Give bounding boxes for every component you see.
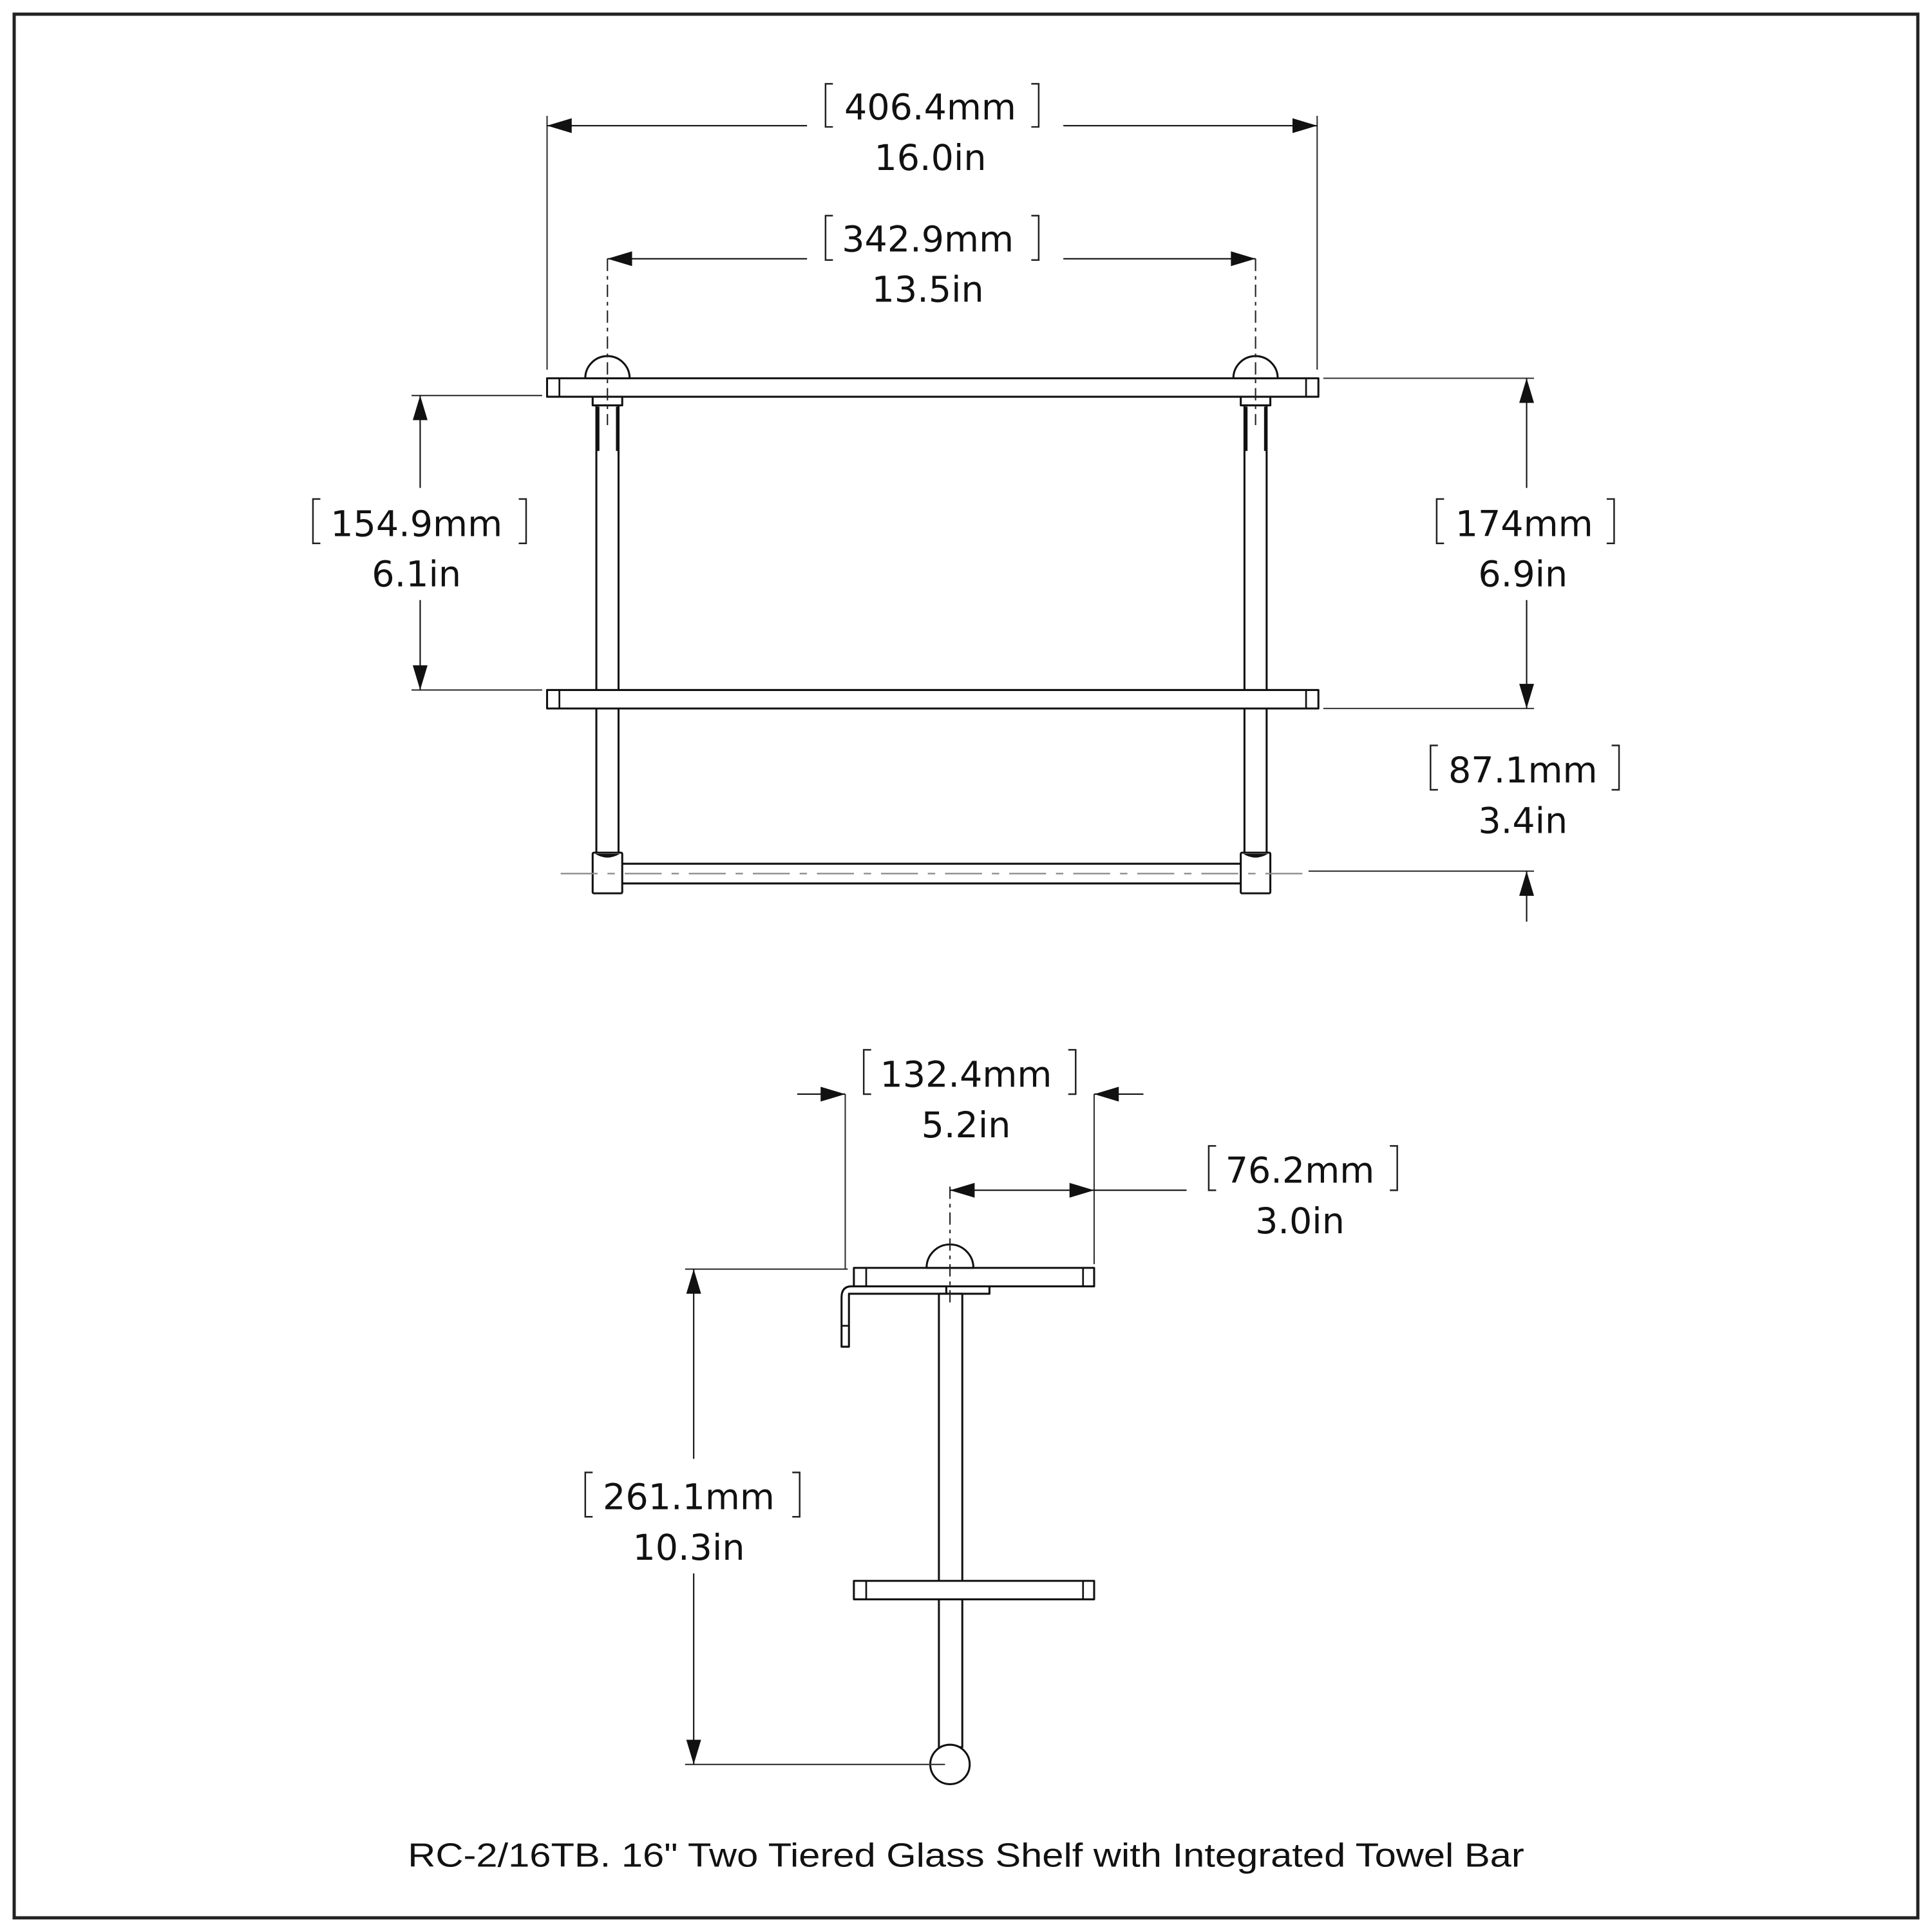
post-offset-mm: 76.2mm [1226, 1151, 1375, 1192]
side-post [938, 1293, 963, 1748]
drawing-frame [12, 12, 1920, 1920]
dimension-shelf-gap: 154.9mm 6.1in [312, 395, 542, 691]
shelf-gap-mm: 154.9mm [330, 504, 502, 545]
overall-width-in: 16.0in [874, 138, 986, 179]
depth-in: 5.2in [922, 1105, 1011, 1146]
post-offset-in: 3.0in [1255, 1201, 1345, 1242]
shelf-to-shelf-in: 6.9in [1478, 554, 1567, 596]
dimension-shelf-to-shelf: 174mm 6.9in [1323, 377, 1615, 710]
post-spacing-in: 13.5in [872, 270, 984, 311]
dimension-post-spacing: 342.9mm 13.5in [607, 214, 1256, 311]
shelf-gap-in: 6.1in [372, 554, 461, 596]
dimension-post-offset: 76.2mm 3.0in [950, 1145, 1398, 1242]
dimension-towel-bar-offset: 87.1mm 3.4in [1308, 744, 1620, 922]
top-shelf [545, 355, 1320, 398]
wall-bracket [840, 1285, 990, 1348]
left-post [591, 395, 623, 854]
towel-bar-offset-mm: 87.1mm [1448, 750, 1598, 791]
towel-bar-offset-in: 3.4in [1478, 800, 1567, 842]
towel-bar [560, 851, 1304, 895]
side-top-shelf [853, 1243, 1095, 1287]
front-view: 406.4mm 16.0in 342.9mm 13.5in 154.9mm 6. [312, 82, 1620, 922]
lower-shelf [545, 688, 1320, 710]
drawing-caption: RC-2/16TB. 16" Two Tiered Glass Shelf wi… [408, 1837, 1524, 1874]
dimension-depth: 132.4mm 5.2in [797, 1048, 1144, 1269]
overall-width-mm: 406.4mm [844, 88, 1016, 129]
dimension-height: 261.1mm 10.3in [584, 1268, 945, 1765]
side-view: 132.4mm 5.2in 76.2mm 3.0in 261.1mm 10.3i [584, 1048, 1398, 1785]
height-mm: 261.1mm [603, 1477, 775, 1519]
depth-mm: 132.4mm [880, 1055, 1052, 1096]
height-in: 10.3in [632, 1528, 744, 1569]
post-spacing-mm: 342.9mm [842, 219, 1014, 260]
right-post [1240, 395, 1272, 854]
shelf-to-shelf-mm: 174mm [1455, 504, 1593, 545]
side-lower-shelf [853, 1580, 1095, 1600]
dimension-overall-width: 406.4mm 16.0in [546, 82, 1318, 370]
